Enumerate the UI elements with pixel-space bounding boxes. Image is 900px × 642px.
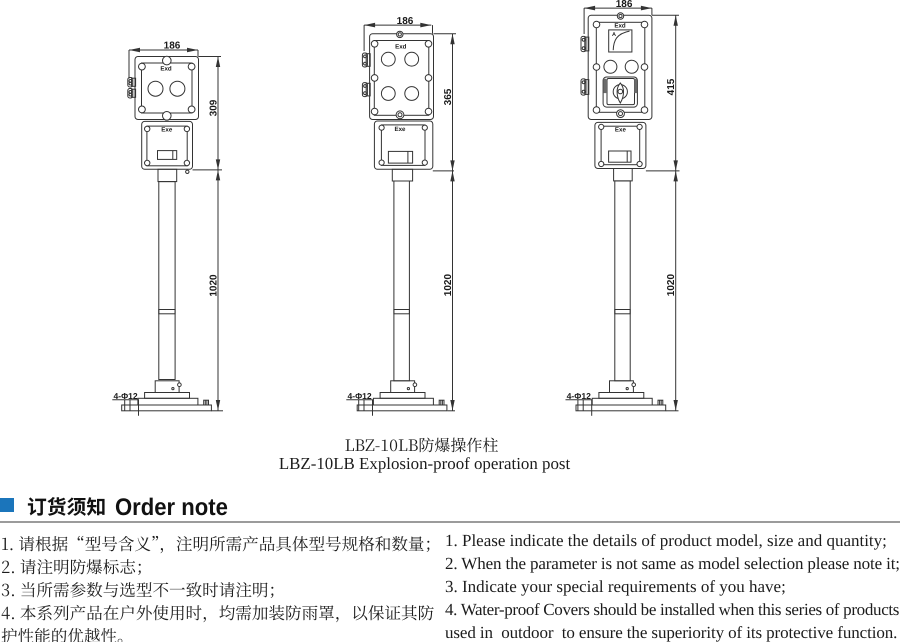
svg-text:186: 186 [397,16,414,27]
svg-text:Exe: Exe [615,127,627,134]
svg-text:4-Φ12: 4-Φ12 [113,391,137,401]
svg-text:Exd: Exd [614,22,626,29]
svg-text:Exd: Exd [160,66,172,73]
svg-text:A: A [612,32,616,38]
svg-text:186: 186 [616,0,633,10]
svg-text:Exe: Exe [161,127,173,134]
svg-text:309: 309 [209,99,220,116]
svg-text:186: 186 [164,41,181,52]
svg-text:415: 415 [666,78,677,95]
svg-text:4-Φ12: 4-Φ12 [347,391,371,401]
svg-text:Exd: Exd [395,43,407,50]
svg-text:1020: 1020 [666,274,677,297]
svg-text:365: 365 [443,88,454,105]
svg-text:1020: 1020 [443,274,454,297]
svg-text:4-Φ12: 4-Φ12 [567,391,591,401]
svg-text:Exe: Exe [394,126,406,133]
svg-text:1020: 1020 [209,274,220,297]
